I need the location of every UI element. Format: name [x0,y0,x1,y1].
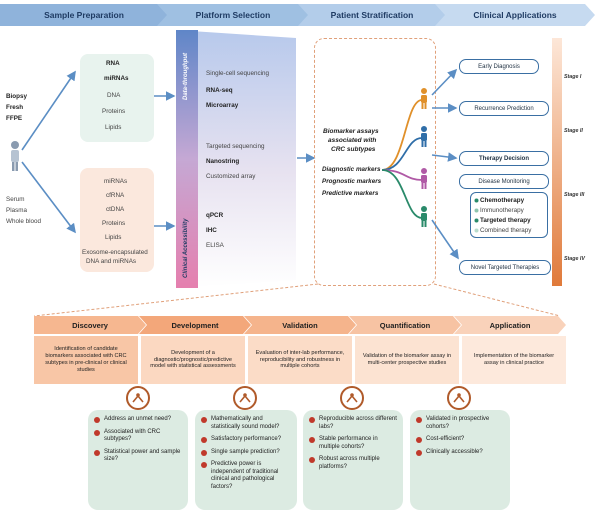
phase-development: Development [139,316,251,334]
gate-icon-4 [447,386,471,410]
app-early-diagnosis: Early Diagnosis [459,59,539,74]
question-item: Robust across multiple platforms? [309,456,397,471]
question-item: Clinically accessible? [416,449,504,457]
analyte-lipids: Lipids [105,124,122,131]
axis-data-throughput: Data-throughput [183,53,189,100]
platform-nanostring: Nanostring [206,158,240,165]
therapy-chemo: Chemotherapy [480,197,525,204]
analyte-rna: RNA [106,60,120,67]
question-item: Address an unmet need? [94,416,182,424]
platform-gradient-panel [176,30,296,288]
question-item: Single sample prediction? [201,449,291,457]
application-arrows [431,68,459,260]
marker-diagnostic: Diagnostic markers [322,166,381,173]
analyte-exosome: Exosome-encapsulated [82,249,148,256]
marker-prognostic: Prognostic markers [322,178,382,185]
phase-discovery: Discovery [34,316,146,334]
sample-branch-arrows [21,70,316,234]
analyte-liquid-proteins: Proteins [102,220,126,227]
question-item: Predictive power is independent of tradi… [201,461,291,491]
person-icon-green [421,206,427,227]
stage-ii: Stage II [564,128,583,134]
question-item: Satisfactory performance? [201,436,291,444]
analyte-mirnas: miRNAs [104,75,129,82]
platform-rna-seq: RNA-seq [206,87,233,94]
strat-title-3: CRC subtypes [331,146,376,153]
platform-ihc: IHC [206,227,217,234]
therapy-targeted: Targeted therapy [480,217,531,224]
analyte-liquid-lipids: Lipids [105,234,122,241]
platform-microarray: Microarray [206,102,239,109]
app-disease-monitoring: Disease Monitoring [459,174,549,189]
question-item: Statistical power and sample size? [94,449,182,464]
platform-targeted-seq: Targeted sequencing [206,143,265,150]
platform-single-cell: Single-cell sequencing [206,70,270,77]
question-item: Reproducible across different labs? [309,416,397,431]
person-icon-orange [421,88,427,109]
question-item: Mathematically and statistically sound m… [201,416,291,431]
phase-desc-application: Implementation of the biomarker assay in… [462,336,566,384]
platform-qpcr: qPCR [206,212,224,219]
phase-desc-development: Development of a diagnostic/prognostic/p… [141,336,245,384]
tissue-analyte-card [80,54,154,142]
analyte-proteins: Proteins [102,108,126,115]
app-therapy-decision: Therapy Decision [459,151,549,166]
person-icon-blue [421,126,427,147]
analyte-cfrna: cfRNA [106,192,125,199]
header-clinical-applications: Clinical Applications [435,4,595,26]
marker-predictive: Predictive markers [322,190,379,197]
stage-gradient-bar [552,38,562,286]
stratification-panel [314,38,436,286]
stratification-branches [381,99,423,219]
header-platform-selection: Platform Selection [157,4,309,26]
phase-validation: Validation [244,316,356,334]
question-item: Stable performance in multiple cohorts? [309,436,397,451]
sample-fresh: Fresh [6,104,24,111]
analyte-liquid-mirnas: miRNAs [104,178,128,185]
questions-discovery: Address an unmet need? Associated with C… [88,410,188,510]
gate-icon-3 [340,386,364,410]
strat-title-2: associated with [328,137,377,144]
analyte-exosome-dna: DNA and miRNAs [86,258,137,265]
gate-icon-1 [126,386,150,410]
questions-quantification: Validated in prospective cohorts? Cost-e… [410,410,510,510]
analyte-ctdna: ctDNA [106,206,125,213]
phase-desc-discovery: Identification of candidate biomarkers a… [34,336,138,384]
therapy-list [470,192,548,238]
therapy-bullets [474,198,479,233]
sample-serum: Serum [6,196,25,203]
liquid-analyte-card [80,168,154,272]
therapy-immuno: Immunotherapy [480,207,524,214]
strat-title-1: Biomarker assays [323,128,379,135]
gate-icon-2 [233,386,257,410]
header-patient-stratification: Patient Stratification [298,4,446,26]
axis-clinical-accessibility: Clinical Accessibility [183,218,189,278]
patient-icon [11,141,19,171]
therapy-combined: Combined therapy [480,227,532,234]
sample-biopsy: Biopsy [6,93,27,100]
header-sample-preparation: Sample Preparation [0,4,168,26]
sample-plasma: Plasma [6,207,27,214]
questions-validation: Reproducible across different labs? Stab… [303,410,403,510]
stage-iii: Stage III [564,192,585,198]
stage-iv: Stage IV [564,256,585,262]
app-novel-targeted-therapies: Novel Targeted Therapies [459,260,551,275]
platform-customized-array: Customized array [206,173,256,180]
phase-desc-validation: Evaluation of inter-lab performance, rep… [248,336,352,384]
phase-quantification: Quantification [349,316,461,334]
questions-development: Mathematically and statistically sound m… [195,410,297,510]
zoom-connectors [33,283,561,317]
platform-elisa: ELISA [206,242,224,249]
sample-whole-blood: Whole blood [6,218,42,225]
phase-application: Application [454,316,566,334]
question-item: Validated in prospective cohorts? [416,416,504,431]
question-item: Cost-efficient? [416,436,504,444]
sample-ffpe: FFPE [6,115,23,122]
analyte-dna: DNA [107,92,121,99]
app-recurrence-prediction: Recurrence Prediction [459,101,549,116]
question-item: Associated with CRC subtypes? [94,429,182,444]
person-icon-purple [421,168,427,189]
phase-desc-quantification: Validation of the biomarker assay in mul… [355,336,459,384]
stage-i: Stage I [564,74,582,80]
